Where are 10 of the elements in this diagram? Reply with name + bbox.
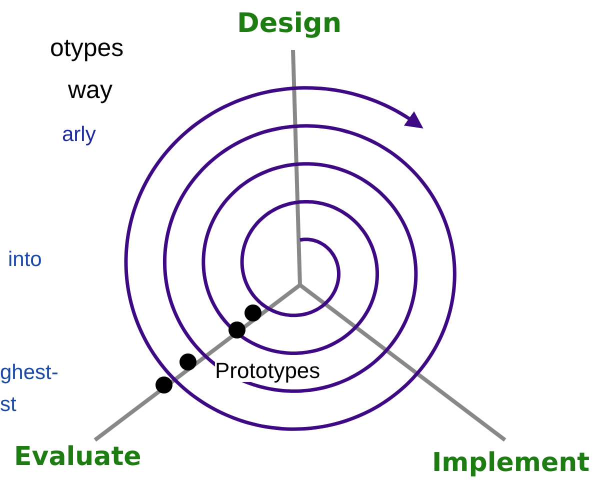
slide-text-fragment: arly (62, 124, 96, 145)
axis-label: Implement (432, 450, 590, 476)
axis-label: Design (237, 10, 342, 37)
center-label: Prototypes (215, 360, 320, 382)
slide-text-fragment: otypes (50, 36, 124, 61)
slide-text-fragment: st (0, 394, 16, 415)
slide-text-fragment: ghest- (0, 362, 58, 383)
axis-label: Evaluate (14, 444, 142, 470)
slide-text-fragment: into (8, 249, 42, 270)
slide-text-fragment: way (68, 78, 112, 103)
